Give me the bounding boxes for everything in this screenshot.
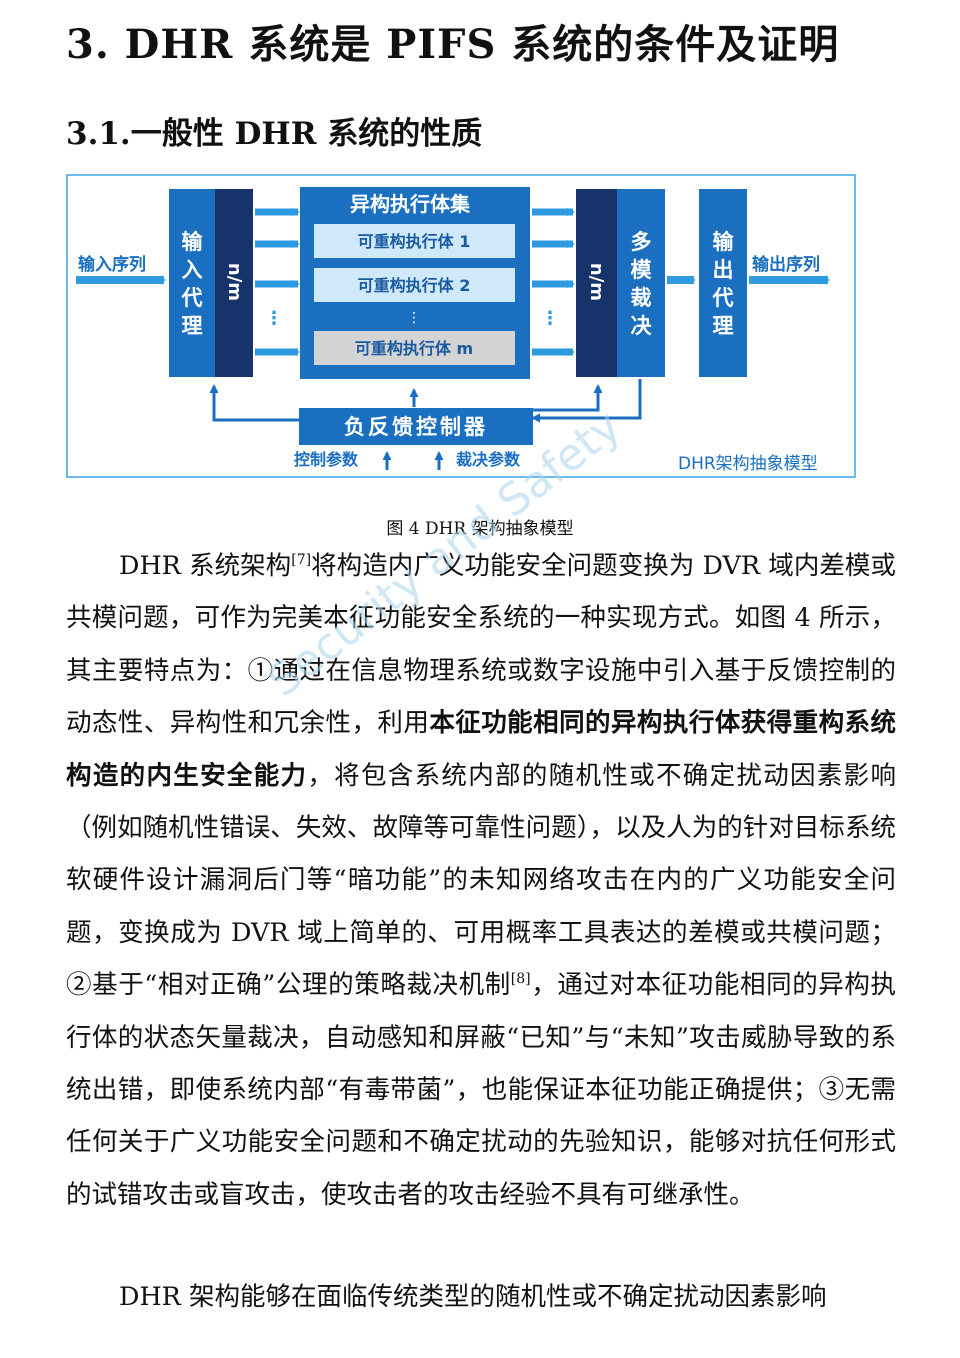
output-proxy-char: 输 [713, 230, 735, 254]
output-proxy-char: 理 [713, 314, 734, 338]
input-nm-label: n/m [224, 263, 245, 301]
voter-char: 多 [631, 230, 652, 254]
executor-label: 可重构执行体 m [355, 339, 473, 358]
feedback-controller-box [299, 408, 533, 445]
executor-label: 可重构执行体 1 [358, 232, 471, 251]
feedback-controller-label: 负反馈控制器 [344, 415, 488, 439]
voter-char: 裁 [631, 286, 652, 310]
section-heading: 3. DHR 系统是 PIFS 系统的条件及证明 [66, 21, 840, 68]
feedback-line-nm [533, 384, 603, 412]
feedback-line-input [209, 384, 299, 422]
text-run: 将构造内广义功能安全问题变换为 DVR 域内差模或共模问题，可作为完美本征功能安… [66, 551, 896, 739]
voter-char: 模 [631, 258, 653, 282]
input-proxy-char: 入 [182, 258, 203, 282]
executor-box [314, 224, 515, 258]
figure-caption: 图 4 DHR 架构抽象模型 [386, 519, 574, 539]
paragraph-2: DHR 架构能够在面临传统类型的随机性或不确定扰动因素影响 [119, 1282, 827, 1312]
vdots-executors: ⋮ [407, 310, 421, 326]
text-run: DHR 系统架构 [119, 551, 292, 581]
subsection-heading: 3.1.一般性 DHR 系统的性质 [66, 116, 483, 152]
voter-nm-box [576, 189, 617, 377]
citation-ref[interactable]: [7] [291, 552, 312, 568]
bold-text: 本征功能相同的异构执行体获得重构系统构造的内生安全能力 [66, 708, 896, 791]
control-params-label: 控制参数 [294, 450, 359, 469]
input-proxy-char: 输 [182, 230, 204, 254]
executor-set-title: 异构执行体集 [350, 192, 471, 216]
model-label: DHR架构抽象模型 [678, 454, 818, 474]
dhr-architecture-figure: 输入序列 输 入 代 理 n/m ⋮ 异构执行体集 可重构执行体 1 可重构执行… [66, 174, 856, 478]
output-proxy-box [699, 189, 747, 377]
output-proxy-char: 代 [712, 286, 734, 310]
output-sequence-label: 输出序列 [752, 254, 820, 275]
input-sequence-label: 输入序列 [78, 254, 146, 275]
executor-box [314, 268, 515, 302]
vdots-right: ⋮ [541, 308, 559, 329]
input-proxy-box [169, 189, 215, 377]
text-run: ，通过对本征功能相同的异构执行体的状态矢量裁决，自动感知和屏蔽“已知”与“未知”… [66, 970, 896, 1210]
citation-ref[interactable]: [8] [510, 971, 531, 988]
voter-char: 决 [631, 314, 653, 338]
paragraph-1: DHR 系统架构[7]将构造内广义功能安全问题变换为 DVR 域内差模或共模问题… [66, 540, 896, 1221]
vdots-left: ⋮ [265, 308, 283, 329]
input-proxy-char: 代 [181, 286, 203, 310]
text-run: ，将包含系统内部的随机性或不确定扰动因素影响（例如随机性错误、失效、故障等可靠性… [66, 760, 896, 1001]
voter-nm-label: n/m [586, 263, 607, 301]
voter-box [617, 189, 665, 377]
input-nm-box [215, 189, 253, 377]
output-proxy-char: 出 [713, 258, 734, 282]
executor-box [314, 331, 515, 365]
vote-params-label: 裁决参数 [456, 450, 521, 469]
feedback-line-voter [531, 379, 642, 423]
executor-label: 可重构执行体 2 [358, 276, 471, 295]
input-proxy-char: 理 [182, 314, 203, 338]
